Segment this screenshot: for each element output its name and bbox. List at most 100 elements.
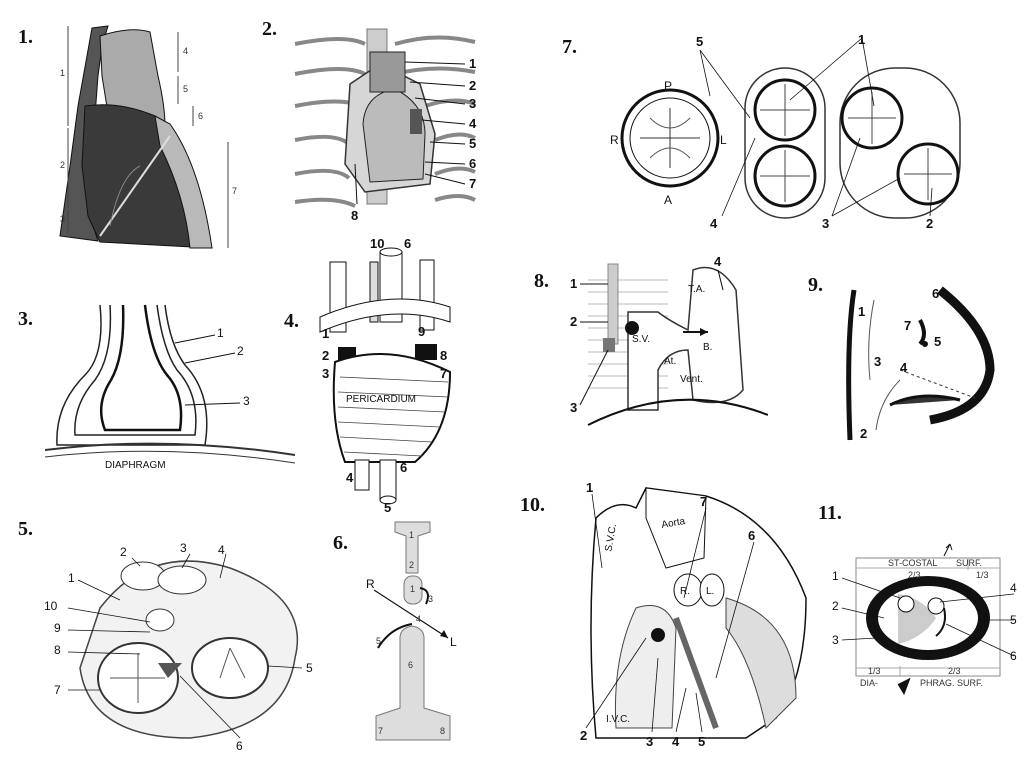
p6-label-2: 2: [409, 560, 414, 570]
arrow-down: [897, 677, 911, 696]
aorta-tube: [645, 487, 707, 569]
ostium-dark: [651, 628, 665, 642]
p1-label-1: 1: [60, 68, 65, 78]
p9-label-4: 4: [900, 360, 908, 375]
p6-label-7: 7: [378, 726, 383, 736]
p4-label-6-bottom: 6: [400, 460, 407, 475]
p6-label-3: 3: [428, 594, 433, 604]
leader-lines: [354, 61, 466, 205]
p10-label-4: 4: [672, 734, 680, 749]
p7-label-3: 3: [822, 216, 829, 231]
p3-label-3: 3: [243, 394, 250, 408]
p11-label-2: 2: [832, 599, 839, 613]
panel-3-pericardial-sac: 1 2 3 DIAPHRAGM: [45, 295, 295, 485]
left-auricle: [410, 109, 422, 134]
left-wall: [846, 289, 857, 441]
p1-label-3: 3: [60, 214, 65, 224]
p10-label-6: 6: [748, 528, 755, 543]
p8-label-4: 4: [714, 254, 722, 269]
tube-top: [394, 521, 431, 574]
word-vent: Vent.: [680, 374, 703, 385]
word-sv: S.V.: [632, 334, 650, 345]
p9-label-2: 2: [860, 426, 867, 441]
p5-label-10: 10: [44, 599, 58, 613]
word-svc: S.V.C.: [603, 523, 619, 552]
p4-label-9: 9: [418, 324, 425, 339]
panel-8-embryonic-heart: 1 2 3 4 T.A. S.V. B. At. Vent.: [568, 250, 768, 430]
panel-9-valve-section: 1 7 6 5 3 4 2: [840, 280, 1010, 450]
p5-label-4: 4: [218, 543, 225, 557]
p1-label-7: 7: [232, 186, 237, 196]
p2-label-7: 7: [469, 176, 476, 191]
p5-label-6: 6: [236, 739, 243, 753]
panel-7-semilunar-valves: P R L A 5 1 4 3 2: [610, 28, 1000, 238]
panel-number-11: 11.: [818, 502, 842, 524]
p7-label-5: 5: [696, 34, 703, 49]
p2-label-8: 8: [351, 208, 358, 223]
p4-label-2: 2: [322, 348, 329, 363]
p5-label-3: 3: [180, 541, 187, 555]
valve-l: [699, 573, 725, 607]
p3-label-1: 1: [217, 326, 224, 340]
p9-label-6: 6: [932, 286, 939, 301]
diaphragm-line-2: [45, 450, 295, 464]
panel-number-1: 1.: [18, 26, 33, 48]
p5-label-1: 1: [68, 571, 75, 585]
p4-label-3: 3: [322, 366, 329, 381]
vessel-3: [603, 338, 615, 352]
p6-label-1-bulb: 1: [410, 584, 415, 594]
fraction-bottom-1: 1/3: [868, 666, 881, 676]
aortic-arch-band: [319, 298, 451, 333]
word-ta: T.A.: [688, 284, 705, 295]
triangle-marker: [158, 663, 182, 678]
diaphragm-line: [45, 442, 295, 456]
p6-label-1-top: 1: [409, 530, 414, 540]
p5-label-2: 2: [120, 545, 127, 559]
p7-label-4: 4: [710, 216, 718, 231]
panel-number-9: 9.: [808, 274, 823, 296]
p2-label-3: 3: [469, 96, 476, 111]
p1-label-5: 5: [183, 84, 188, 94]
panel-number-8: 8.: [534, 270, 549, 292]
cusp-label-p: P: [664, 79, 672, 93]
diaphragm-label: DIAPHRAGM: [105, 460, 166, 471]
curve-5: [377, 623, 413, 649]
p2-label-5: 5: [469, 136, 476, 151]
word-at: At.: [664, 356, 676, 367]
p5-label-9: 9: [54, 621, 61, 635]
panel-6-heart-tube: 1 2 1 3 R 4 L 5 6 7 8: [360, 518, 470, 763]
ground-curve: [587, 398, 768, 426]
valve-9: [145, 608, 175, 632]
dashed-line: [899, 369, 976, 399]
top-label-surf: SURF.: [956, 558, 982, 568]
p7-label-1: 1: [858, 32, 865, 47]
ivc-vessel: [354, 459, 370, 491]
p10-label-1: 1: [586, 480, 593, 495]
p5-label-8: 8: [54, 643, 61, 657]
p2-label-4: 4: [469, 116, 477, 131]
vessel-top-right: [419, 259, 435, 331]
panel-number-6: 6.: [333, 532, 348, 554]
leader-lines: [67, 553, 303, 739]
valve-5-mitral: [191, 637, 269, 699]
heart-main-dark-shape: [81, 104, 211, 249]
word-aorta: Aorta: [661, 516, 687, 531]
bottom-label-dia: DIA-: [860, 678, 878, 688]
arrow-up: [943, 543, 953, 557]
panel-number-4: 4.: [284, 310, 299, 332]
p10-label-7: 7: [700, 494, 707, 509]
panel-2-chest-outline: 1 2 3 4 5 6 7 8: [285, 24, 515, 229]
panel-10-heart-interior: 1 7 6 2 3 4 5 S.V.C. Aorta R. L. I.V.C.: [576, 478, 812, 762]
heart-left-border-shape: [154, 115, 213, 249]
p10-label-3: 3: [646, 734, 653, 749]
p9-label-7: 7: [904, 318, 911, 333]
p9-label-3: 3: [874, 354, 881, 369]
p9-label-1: 1: [858, 304, 865, 319]
p8-label-3: 3: [570, 400, 577, 415]
p6-label-l: L: [450, 635, 457, 649]
word-ivc: I.V.C.: [606, 714, 630, 725]
pericardium-lines: [337, 376, 449, 457]
p4-label-4: 4: [346, 470, 354, 485]
p4-label-1: 1: [322, 326, 329, 341]
valve-leaflet: [889, 394, 961, 407]
